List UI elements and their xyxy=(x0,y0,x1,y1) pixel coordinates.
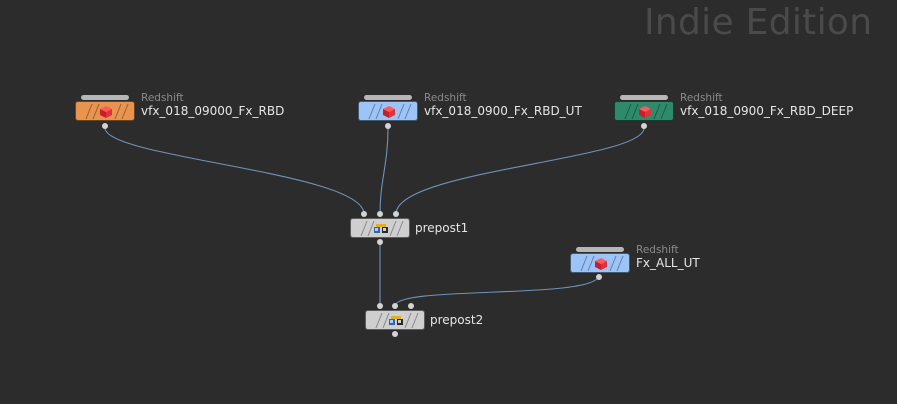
redshift-cube-icon xyxy=(595,258,607,270)
output-connector[interactable] xyxy=(385,123,391,129)
node-flag-marks xyxy=(85,103,129,120)
node-flag-marks xyxy=(624,103,668,120)
node-bypass-bar[interactable] xyxy=(81,95,129,100)
node-type-label: Redshift xyxy=(424,92,467,104)
wire-rbd-ut-to-prepost1[interactable] xyxy=(379,127,389,215)
output-connector[interactable] xyxy=(392,331,398,337)
node-name-label[interactable]: vfx_018_09000_Fx_RBD xyxy=(141,104,285,118)
wire-rbd-deep-to-prepost1[interactable] xyxy=(395,127,645,215)
output-connector[interactable] xyxy=(641,123,647,129)
output-connector[interactable] xyxy=(377,239,383,245)
input-connector-1[interactable] xyxy=(377,303,383,309)
wire-all-ut-to-prepost2[interactable] xyxy=(394,274,600,307)
node-body[interactable] xyxy=(75,101,135,121)
node-name-label[interactable]: vfx_018_0900_Fx_RBD_UT xyxy=(424,104,582,118)
node-bypass-bar[interactable] xyxy=(364,95,412,100)
node-type-label: Redshift xyxy=(636,244,679,256)
node-body[interactable] xyxy=(570,253,630,273)
prepost-icon xyxy=(374,224,388,233)
indie-edition-watermark: Indie Edition xyxy=(644,2,873,43)
node-type-label: Redshift xyxy=(680,92,723,104)
node-body[interactable] xyxy=(358,101,418,121)
node-body[interactable] xyxy=(350,218,410,238)
redshift-cube-icon xyxy=(100,106,112,118)
node-body[interactable] xyxy=(614,101,674,121)
node-name-label[interactable]: Fx_ALL_UT xyxy=(636,256,700,270)
node-flag-marks xyxy=(360,220,404,237)
node-name-label[interactable]: prepost1 xyxy=(415,221,469,235)
input-connector-2[interactable] xyxy=(392,303,398,309)
prepost-icon xyxy=(389,316,403,325)
node-flag-marks xyxy=(580,255,624,272)
node-bypass-bar[interactable] xyxy=(620,95,668,100)
node-name-label[interactable]: prepost2 xyxy=(430,313,484,327)
output-connector[interactable] xyxy=(102,123,108,129)
node-body[interactable] xyxy=(365,310,425,330)
node-bypass-bar[interactable] xyxy=(576,247,624,252)
wire-rbd-to-prepost1[interactable] xyxy=(104,127,365,215)
node-name-label[interactable]: vfx_018_0900_Fx_RBD_DEEP xyxy=(680,104,854,118)
output-connector[interactable] xyxy=(596,274,602,280)
node-flag-marks xyxy=(368,103,412,120)
redshift-cube-icon xyxy=(639,106,651,118)
node-type-label: Redshift xyxy=(141,92,184,104)
wires xyxy=(104,127,645,307)
input-connector-3[interactable] xyxy=(393,211,399,217)
redshift-cube-icon xyxy=(383,106,395,118)
node-flag-marks xyxy=(375,312,419,329)
input-connector-2[interactable] xyxy=(377,211,383,217)
input-connector-1[interactable] xyxy=(361,211,367,217)
input-connector-3[interactable] xyxy=(408,303,414,309)
